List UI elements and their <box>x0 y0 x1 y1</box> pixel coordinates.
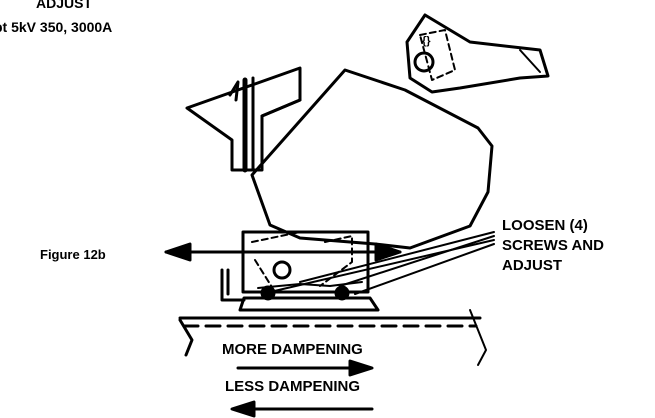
callout-line: LOOSEN (4) <box>502 217 588 234</box>
more-dampening-label: MORE DAMPENING <box>222 341 363 358</box>
header-subtitle: pt 5kV 350, 3000A <box>0 19 113 35</box>
less-dampening-label: LESS DAMPENING <box>225 378 361 395</box>
lever-arm: {} <box>405 13 550 94</box>
callout-leaders <box>269 231 495 295</box>
less-dampening-arrow <box>230 400 374 418</box>
loosen-screws-callout: LOOSEN (4) SCREWS AND ADJUST <box>502 216 604 276</box>
callout-line: ADJUST <box>502 257 563 274</box>
more-dampening-arrow <box>236 359 374 377</box>
header-title: ADJUST <box>36 0 93 11</box>
base-rail <box>178 268 487 366</box>
figure-label: Figure 12b <box>40 247 106 262</box>
adjust-arrow <box>164 242 402 262</box>
housing-body <box>250 68 494 250</box>
upper-bracket <box>185 66 302 173</box>
svg-text:{}: {} <box>422 35 431 47</box>
callout-line: SCREWS AND <box>502 237 604 254</box>
